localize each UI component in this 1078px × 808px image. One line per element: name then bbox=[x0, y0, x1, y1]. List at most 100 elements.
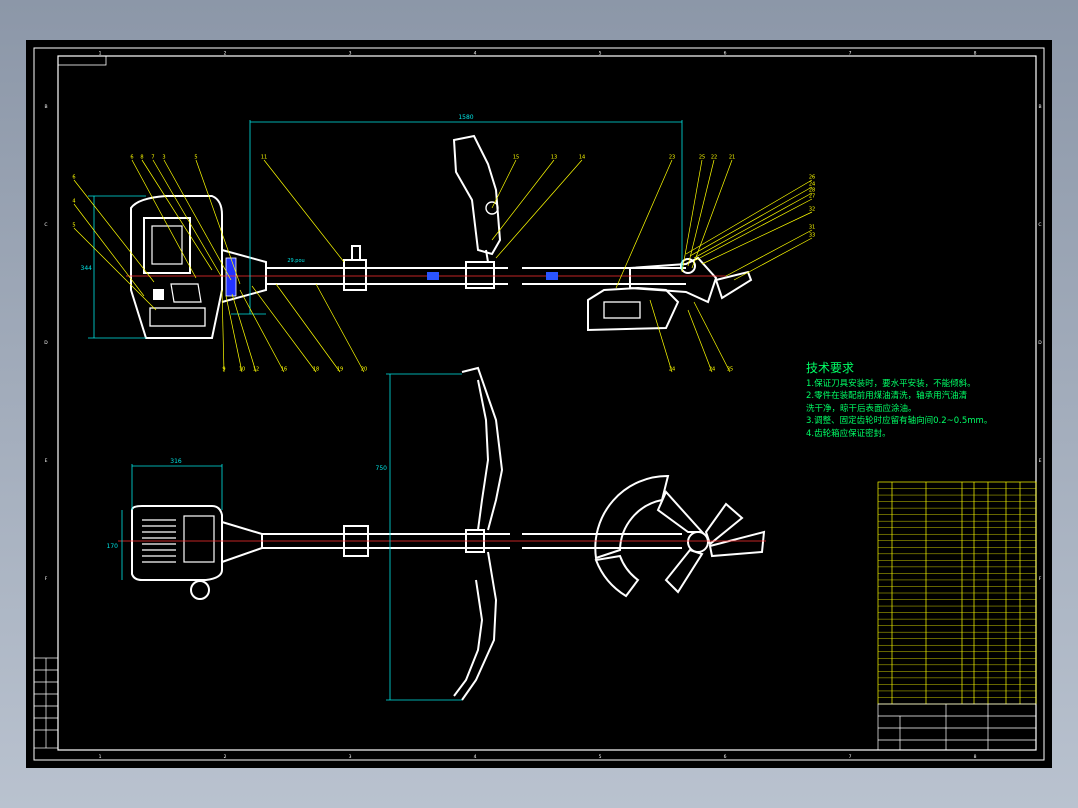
grid-number: 1 bbox=[99, 51, 102, 57]
top-leader bbox=[687, 159, 715, 267]
dim-bottom-height-text: 170 bbox=[107, 543, 119, 550]
bottom-balloon: 20 bbox=[361, 367, 367, 373]
bottom-leader bbox=[275, 283, 341, 373]
bottom-leader bbox=[221, 289, 225, 373]
top-leader bbox=[615, 159, 673, 289]
bottom-balloon: 16 bbox=[281, 367, 287, 373]
bottom-leader bbox=[239, 289, 285, 373]
left-leader bbox=[73, 227, 157, 311]
dim-left-text: 344 bbox=[81, 265, 93, 272]
outer-frame bbox=[33, 47, 1045, 761]
bottom-leader bbox=[649, 299, 673, 373]
blade-2 bbox=[704, 502, 744, 546]
bottom-balloon: 18 bbox=[313, 367, 319, 373]
dim-handle-text: 750 bbox=[376, 465, 388, 472]
grid-letter: F bbox=[45, 576, 48, 582]
gear-center bbox=[680, 258, 696, 274]
top-leader bbox=[681, 159, 703, 273]
corner-label-box bbox=[57, 55, 107, 66]
right-leader bbox=[685, 179, 813, 255]
bottom-balloon: 24 bbox=[669, 367, 675, 373]
top-leader bbox=[152, 159, 222, 277]
left-balloon: 5 bbox=[72, 223, 75, 229]
bottom-leader bbox=[225, 295, 243, 373]
right-balloon: 33 bbox=[809, 233, 815, 239]
grid-letter: F bbox=[1039, 576, 1042, 582]
right-balloon: 24 bbox=[809, 182, 815, 188]
right-balloon: 31 bbox=[809, 225, 815, 231]
top-balloon: 5 bbox=[194, 155, 197, 161]
bottom-dimensions bbox=[121, 373, 462, 701]
tech-title: 技术要求 bbox=[806, 361, 855, 375]
title-block bbox=[877, 703, 1037, 751]
engine-outline bbox=[130, 195, 223, 339]
engine-carb bbox=[170, 283, 202, 303]
left-balloon: 6 bbox=[72, 175, 75, 181]
right-leader bbox=[725, 229, 813, 277]
bottom-leader bbox=[231, 293, 257, 373]
grid-number: 5 bbox=[599, 51, 602, 57]
guard-arc bbox=[594, 474, 670, 560]
grid-number: 8 bbox=[974, 754, 977, 760]
right-balloon: 32 bbox=[809, 207, 815, 213]
top-leader bbox=[163, 159, 232, 281]
left-balloon: 4 bbox=[72, 199, 75, 205]
bottom-view bbox=[131, 366, 766, 701]
top-leader bbox=[195, 159, 241, 285]
grid-letter: E bbox=[1039, 458, 1042, 464]
top-leader bbox=[263, 159, 345, 263]
grid-letter: C bbox=[44, 222, 47, 228]
engine-plan-tank bbox=[183, 515, 215, 563]
top-dimensions bbox=[88, 120, 683, 339]
engine-plan-knob bbox=[190, 580, 210, 600]
left-leader bbox=[73, 203, 145, 297]
grid-number: 5 bbox=[599, 754, 602, 760]
grid-number: 7 bbox=[849, 754, 852, 760]
bottom-balloon: 19 bbox=[337, 367, 343, 373]
bottom-leader bbox=[687, 309, 713, 373]
technical-requirements: 技术要求 1.保证刀具安装时，要水平安装，不能倾斜。 2.零件在装配前用煤油清洗… bbox=[806, 362, 992, 440]
right-leader bbox=[701, 211, 813, 265]
parts-list-rows bbox=[878, 488, 1036, 698]
grid-letter: B bbox=[1038, 104, 1041, 110]
grid-number: 2 bbox=[224, 754, 227, 760]
shaft-clamp bbox=[343, 259, 367, 291]
grid-letter: D bbox=[44, 340, 48, 346]
handle-knob bbox=[485, 201, 499, 215]
grid-number: 4 bbox=[474, 51, 477, 57]
blade-hub bbox=[687, 531, 709, 553]
left-leader bbox=[73, 179, 155, 283]
top-balloon: 21 bbox=[729, 155, 735, 161]
top-balloon: 23 bbox=[669, 155, 675, 161]
left-table bbox=[33, 657, 59, 749]
top-balloon: 14 bbox=[579, 155, 585, 161]
bottom-balloon: 9 bbox=[222, 367, 225, 373]
dim-bottom-width-text: 316 bbox=[170, 458, 182, 465]
parts-list bbox=[877, 481, 1037, 705]
dim-top-text: 1580 bbox=[458, 114, 473, 121]
guard-inner bbox=[603, 301, 641, 319]
tech-line-1: 1.保证刀具安装时，要水平安装，不能倾斜。 bbox=[806, 378, 976, 389]
handle-stem bbox=[485, 249, 489, 263]
top-balloon: 7 bbox=[151, 155, 154, 161]
top-leader bbox=[141, 159, 213, 271]
grid-letter: B bbox=[44, 104, 47, 110]
grid-letter: E bbox=[45, 458, 48, 464]
engine-fins bbox=[142, 519, 176, 563]
grid-number: 7 bbox=[849, 51, 852, 57]
top-balloon: 11 bbox=[261, 155, 267, 161]
bottom-balloon: 24 bbox=[709, 367, 715, 373]
handlebar-lower-2 bbox=[453, 579, 484, 697]
tech-line-5: 4.齿轮箱应保证密封。 bbox=[806, 428, 891, 439]
grid-number: 1 bbox=[99, 754, 102, 760]
top-balloon: 22 bbox=[711, 155, 717, 161]
top-balloon: 3 bbox=[162, 155, 165, 161]
leader-lines bbox=[73, 159, 813, 373]
clamp-top bbox=[351, 245, 361, 261]
top-leader bbox=[691, 159, 733, 269]
blade-3 bbox=[708, 530, 766, 558]
handlebar-lower bbox=[461, 551, 498, 701]
